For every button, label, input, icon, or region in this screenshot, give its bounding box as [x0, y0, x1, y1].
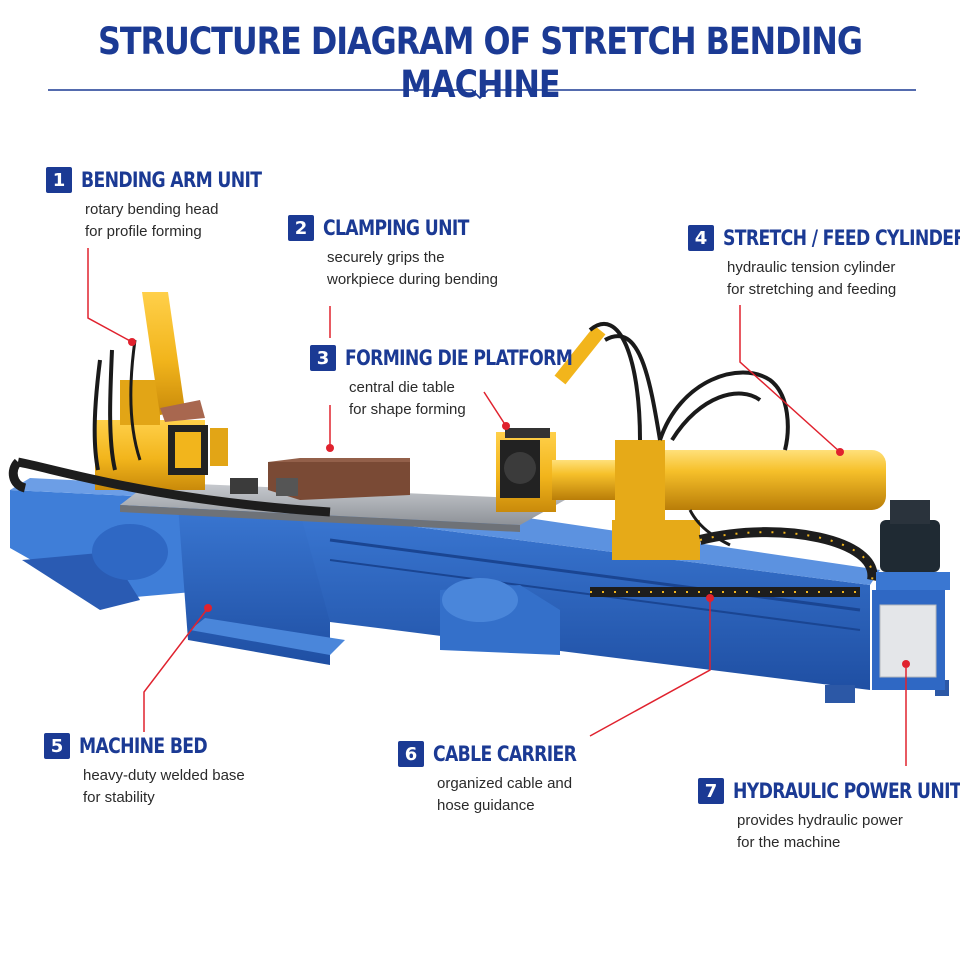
callout-line: for the machine [737, 834, 841, 851]
callout-description: provides hydraulic power for the machine [737, 810, 960, 854]
forming-die-platform-art [120, 458, 565, 532]
callout-heading: MACHINE BED [79, 734, 208, 758]
callout-bending-arm-unit: 1 BENDING ARM UNIT rotary bending head f… [46, 167, 301, 243]
callout-line: for stretching and feeding [727, 281, 897, 298]
callout-machine-bed: 5 MACHINE BED heavy-duty welded base for… [44, 733, 245, 809]
callout-number-badge: 3 [310, 345, 336, 371]
callout-description: hydraulic tension cylinder for stretchin… [727, 257, 960, 301]
bending-arm-art [92, 292, 228, 490]
callout-heading: STRETCH / FEED CYLINDER [723, 226, 960, 250]
callout-stretch-feed-cylinder: 4 STRETCH / FEED CYLINDER hydraulic tens… [688, 225, 960, 301]
callout-line: organized cable and [437, 775, 573, 792]
callout-hydraulic-power-unit: 7 HYDRAULIC POWER UNIT provides hydrauli… [698, 778, 960, 854]
stretch-cylinder-art [552, 322, 886, 560]
callout-line: for stability [83, 789, 155, 806]
diagram-title: STRUCTURE DIAGRAM OF STRETCH BENDING MAC… [97, 20, 863, 106]
title-divider [48, 89, 916, 100]
callout-line: provides hydraulic power [737, 812, 903, 829]
callout-heading: HYDRAULIC POWER UNIT [733, 779, 960, 803]
callout-description: rotary bending head for profile forming [85, 199, 301, 243]
callout-description: heavy-duty welded base for stability [83, 765, 245, 809]
callout-heading: BENDING ARM UNIT [81, 168, 262, 192]
callout-line: workpiece during bending [327, 271, 498, 288]
callout-line: hose guidance [437, 797, 535, 814]
callout-number-badge: 7 [698, 778, 724, 804]
cable-carrier-art [8, 457, 878, 597]
callout-forming-die-platform: 3 FORMING DIE PLATFORM central die table… [310, 345, 622, 421]
hydraulic-unit-art [872, 500, 950, 690]
callout-line: rotary bending head [85, 201, 219, 218]
callout-number-badge: 5 [44, 733, 70, 759]
callout-clamping-unit: 2 CLAMPING UNIT securely grips the workp… [288, 215, 501, 291]
callout-number-badge: 4 [688, 225, 714, 251]
callout-line: hydraulic tension cylinder [727, 259, 896, 276]
callout-line: heavy-duty welded base [83, 767, 245, 784]
callout-description: organized cable and hose guidance [437, 773, 608, 817]
callout-line: central die table [349, 379, 455, 396]
callout-number-badge: 2 [288, 215, 314, 241]
machine-bed [10, 478, 949, 703]
clamping-head-art [496, 428, 556, 512]
callout-description: securely grips the workpiece during bend… [327, 247, 501, 291]
callout-heading: CLAMPING UNIT [323, 216, 469, 240]
callout-description: central die table for shape forming [349, 377, 622, 421]
callout-line: securely grips the [327, 249, 445, 266]
callout-heading: FORMING DIE PLATFORM [345, 346, 573, 370]
callout-heading: CABLE CARRIER [433, 742, 577, 766]
callout-line: for shape forming [349, 401, 466, 418]
callout-number-badge: 1 [46, 167, 72, 193]
leader-lines [87, 248, 910, 766]
callout-line: for profile forming [85, 223, 202, 240]
callout-number-badge: 6 [398, 741, 424, 767]
callout-cable-carrier: 6 CABLE CARRIER organized cable and hose… [398, 741, 608, 817]
